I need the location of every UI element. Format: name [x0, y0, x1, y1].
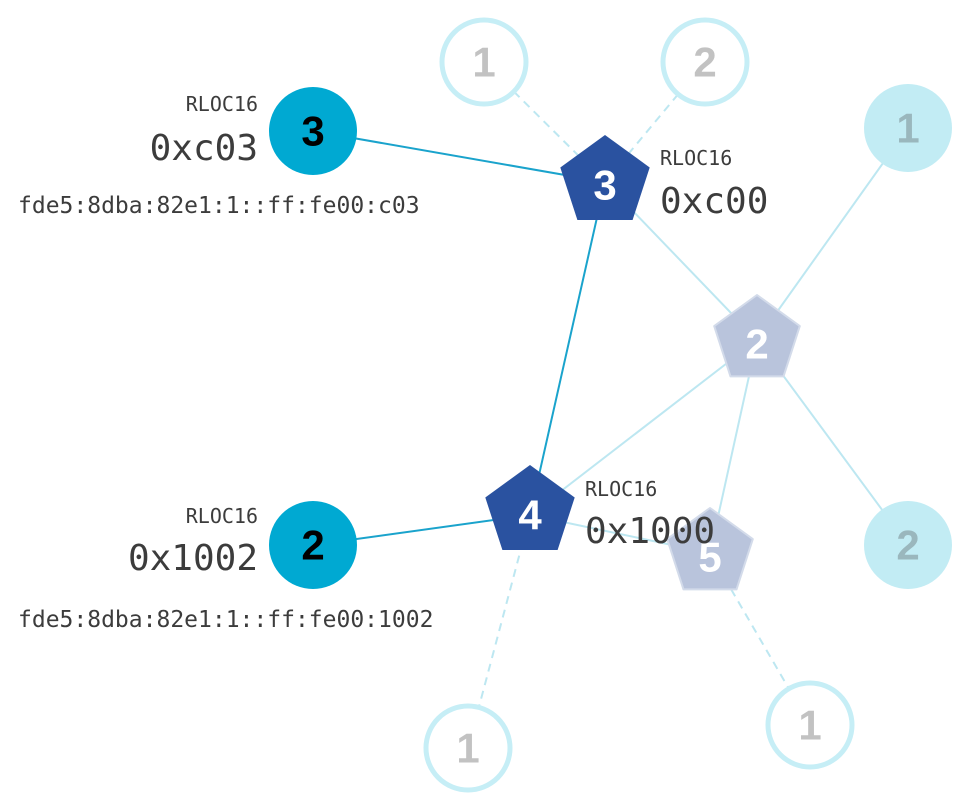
child-c03-id: 3 [301, 108, 324, 155]
child-1002-id: 2 [301, 522, 324, 569]
router-r2-id: 2 [745, 321, 768, 368]
ghost-child-top-mid-id: 2 [693, 39, 716, 86]
router-1000-rloc: 0x1000 [585, 511, 715, 552]
ghost-child-top-left-id: 1 [472, 39, 495, 86]
ghost-child-bottom-right[interactable]: 1 [765, 680, 855, 770]
faded-child-right-bottom-id: 2 [896, 522, 919, 569]
router-c00-id: 3 [593, 162, 616, 209]
link-router-r2-router-1000 [529, 339, 758, 516]
faded-child-right-top-id: 1 [896, 105, 919, 152]
ghost-child-bottom-left[interactable]: 1 [423, 703, 513, 793]
child-c03[interactable]: 3 [269, 87, 357, 175]
child-c03-rloc: 0xc03 [150, 128, 258, 169]
router-r5[interactable]: 5 [666, 507, 754, 591]
router-r2[interactable]: 2 [713, 294, 801, 378]
router-c00-rloc-caption: RLOC16 [660, 146, 732, 170]
router-1000[interactable]: 4 [485, 465, 575, 550]
ghost-child-top-mid[interactable]: 2 [660, 17, 750, 107]
child-1002-rloc-caption: RLOC16 [186, 504, 258, 528]
child-c03-rloc-caption: RLOC16 [186, 92, 258, 116]
link-router-c00-router-1000 [529, 181, 606, 516]
router-1000-rloc-caption: RLOC16 [585, 477, 657, 501]
ghost-child-bottom-right-id: 1 [798, 702, 821, 749]
faded-child-right-top[interactable]: 1 [864, 84, 952, 172]
child-1002-rloc: 0x1002 [128, 538, 258, 579]
router-c00[interactable]: 3 [560, 135, 650, 220]
router-c00-rloc: 0xc00 [660, 181, 768, 222]
faded-child-right-bottom[interactable]: 2 [864, 501, 952, 589]
ghost-child-bottom-left-id: 1 [456, 725, 479, 772]
router-r5-id: 5 [698, 534, 721, 581]
child-1002-address: fde5:8dba:82e1:1::ff:fe00:1002 [18, 607, 433, 633]
ghost-child-top-left[interactable]: 1 [439, 17, 529, 107]
router-1000-id: 4 [518, 492, 542, 539]
child-c03-address: fde5:8dba:82e1:1::ff:fe00:c03 [18, 193, 420, 219]
link-child-c03-router-c00 [312, 130, 606, 183]
child-1002[interactable]: 2 [269, 501, 357, 589]
